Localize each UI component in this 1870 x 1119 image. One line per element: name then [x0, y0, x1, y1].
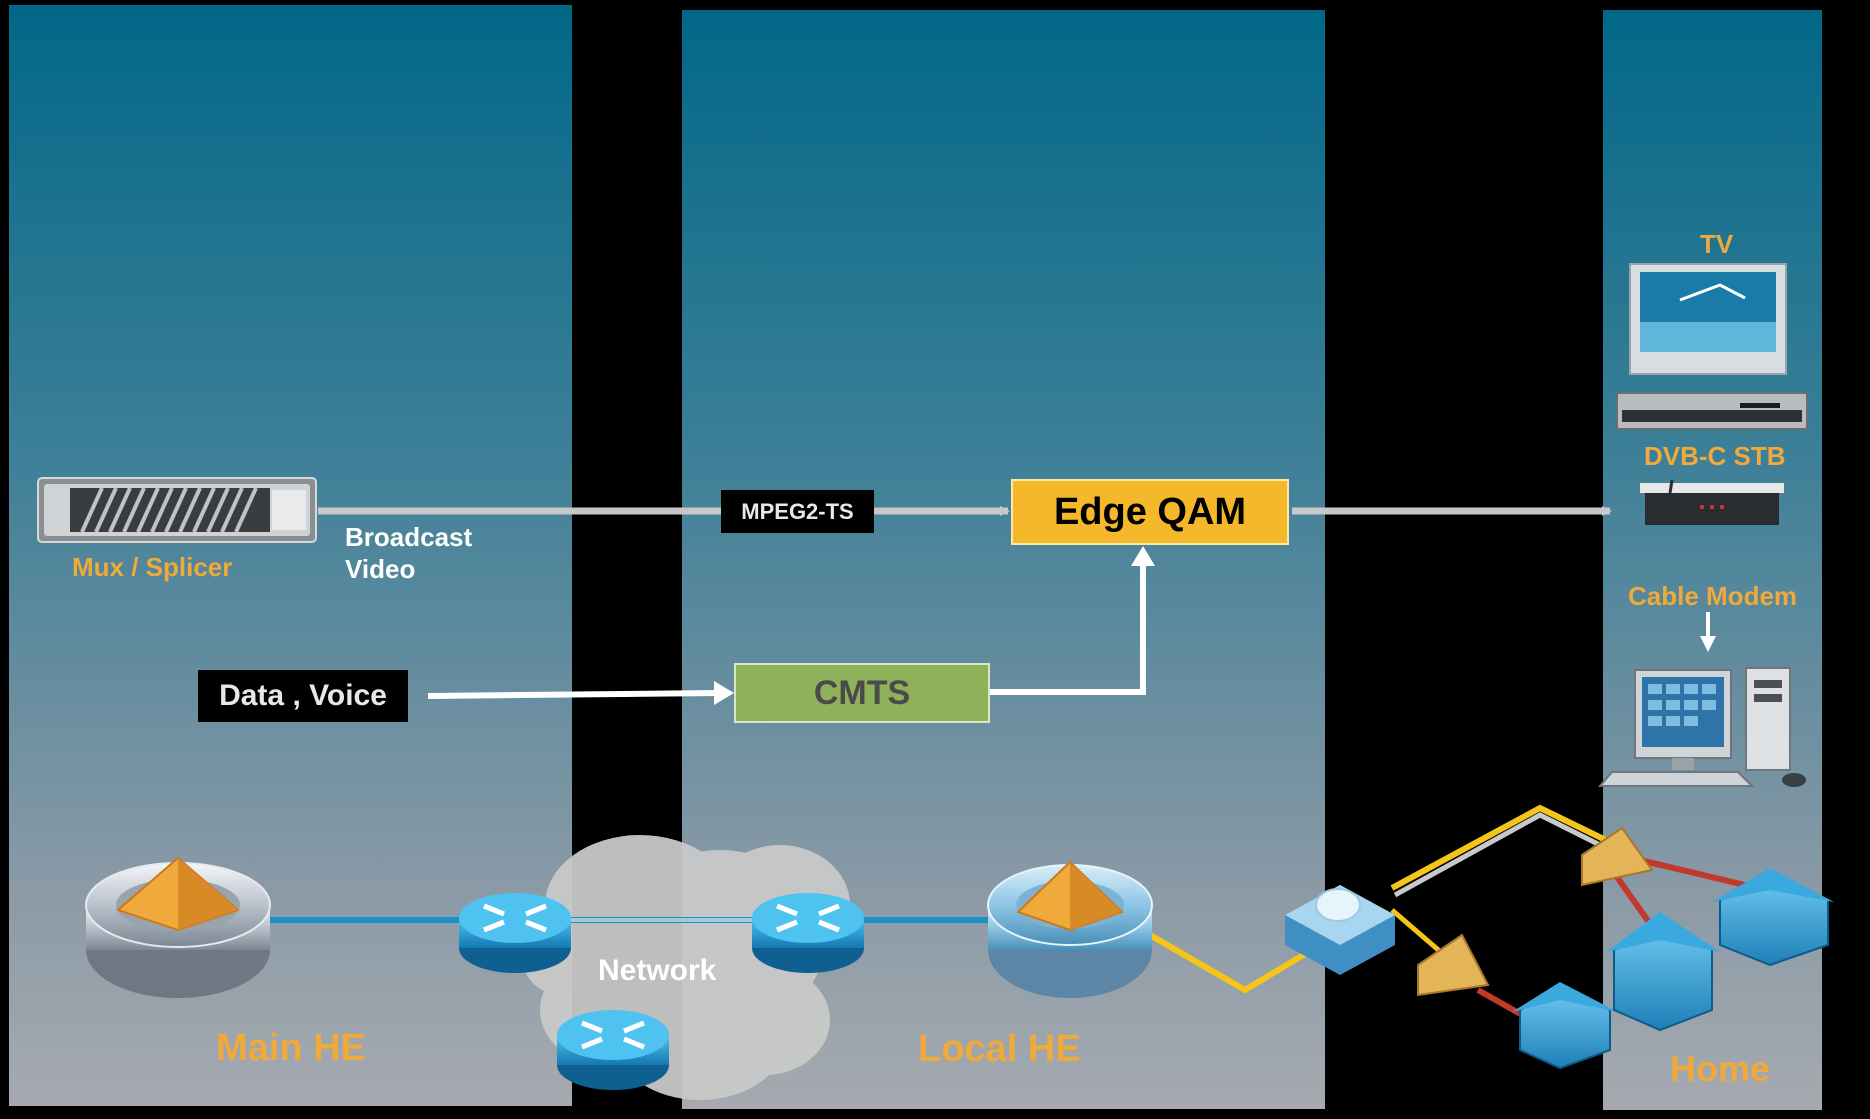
cable-modem-device: [1640, 479, 1784, 525]
broadcast-label-line1: Broadcast: [345, 522, 473, 552]
data-voice-arrow: [427, 690, 719, 699]
house-icon: [1606, 912, 1720, 1032]
stb-label: DVB-C STB: [1644, 441, 1786, 471]
stb-device: [1616, 392, 1808, 430]
tv-device: [1629, 263, 1787, 375]
router-icon: [752, 893, 864, 973]
home-label: Home: [1670, 1048, 1771, 1089]
mux-splicer-label: Mux / Splicer: [72, 552, 233, 582]
data-voice-box: Data , Voice: [198, 670, 408, 722]
mux-splicer-device: [37, 477, 317, 543]
local-he-device: [987, 860, 1153, 998]
main-he-device: [85, 856, 271, 998]
broadcast-label-line2: Video: [345, 554, 416, 584]
local-he-label: Local HE: [918, 1028, 1081, 1070]
tap-icon: [1417, 933, 1490, 997]
house-icon: [1512, 982, 1618, 1070]
tap-icon: [1581, 826, 1654, 887]
edge-qam-box: Edge QAM: [1011, 479, 1289, 545]
cmts-to-edge-arrow: [990, 562, 1146, 695]
network-label: Network: [598, 954, 717, 987]
router-icon: [459, 893, 571, 973]
router-icon: [557, 1010, 669, 1090]
cable-modem-label: Cable Modem: [1628, 581, 1798, 611]
main-he-label: Main HE: [216, 1027, 366, 1069]
house-icon: [1712, 868, 1834, 967]
cmts-box: CMTS: [734, 663, 990, 723]
tv-label: TV: [1700, 229, 1734, 259]
mpeg2-ts-tag: MPEG2-TS: [721, 490, 874, 533]
pc-device: [1597, 667, 1806, 787]
coax-line: [1148, 932, 1322, 994]
fiber-node-icon: [1285, 885, 1395, 975]
